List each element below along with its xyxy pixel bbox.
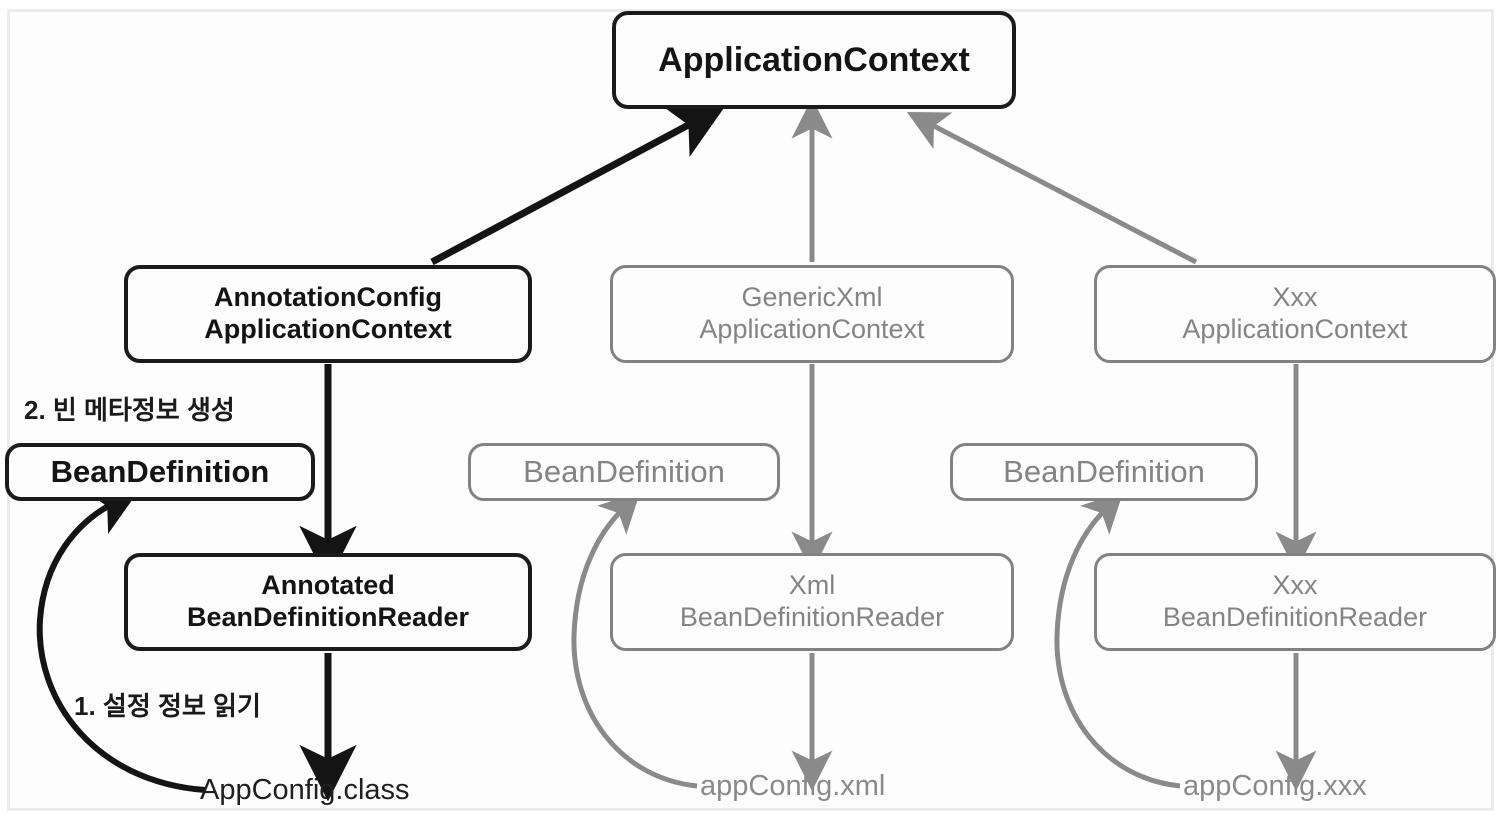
node-genericxml-line2: ApplicationContext [699, 314, 925, 344]
node-beandefinition-genericxml-label: BeanDefinition [523, 453, 725, 489]
node-annotated-reader-line2: BeanDefinitionReader [186, 602, 470, 632]
node-xxx-reader-line2: BeanDefinitionReader [1162, 602, 1428, 632]
node-xxx-reader-line1: Xxx [1272, 570, 1318, 601]
file-label-appconfig-xxx: appConfig.xxx [1183, 770, 1367, 802]
node-annotationconfig-line2: ApplicationContext [204, 314, 452, 344]
file-label-appconfig-xml: appConfig.xml [700, 770, 886, 802]
step-label-create-bean-metadata: 2. 빈 메타정보 생성 [24, 395, 235, 425]
node-xxx-context-line1: Xxx [1272, 282, 1318, 313]
node-xml-beandefinitionreader[interactable]: Xml BeanDefinitionReader [610, 553, 1014, 651]
node-beandefinition-annotation-label: BeanDefinition [50, 453, 270, 489]
node-application-context[interactable]: ApplicationContext [612, 11, 1016, 109]
node-annotationconfig-line1: AnnotationConfig [214, 282, 442, 313]
node-xxx-applicationcontext[interactable]: Xxx ApplicationContext [1094, 265, 1496, 363]
node-annotated-beandefinitionreader[interactable]: Annotated BeanDefinitionReader [124, 553, 532, 651]
diagram-frame [7, 9, 1494, 811]
node-genericxml-applicationcontext[interactable]: GenericXml ApplicationContext [610, 265, 1014, 363]
node-beandefinition-annotation[interactable]: BeanDefinition [5, 443, 315, 501]
node-application-context-label: ApplicationContext [658, 40, 970, 79]
node-beandefinition-genericxml[interactable]: BeanDefinition [468, 443, 780, 501]
node-annotationconfig-applicationcontext[interactable]: AnnotationConfig ApplicationContext [124, 265, 532, 363]
node-genericxml-line1: GenericXml [741, 282, 883, 313]
file-label-appconfig-class: AppConfig.class [200, 774, 410, 806]
node-xxx-context-line2: ApplicationContext [1182, 314, 1408, 344]
node-xxx-beandefinitionreader[interactable]: Xxx BeanDefinitionReader [1094, 553, 1496, 651]
node-beandefinition-xxx-label: BeanDefinition [1003, 453, 1205, 489]
node-xml-reader-line2: BeanDefinitionReader [679, 602, 945, 632]
node-annotated-reader-line1: Annotated [261, 570, 395, 601]
step-label-read-config: 1. 설정 정보 읽기 [74, 691, 261, 721]
node-beandefinition-xxx[interactable]: BeanDefinition [950, 443, 1258, 501]
node-xml-reader-line1: Xml [788, 570, 836, 601]
